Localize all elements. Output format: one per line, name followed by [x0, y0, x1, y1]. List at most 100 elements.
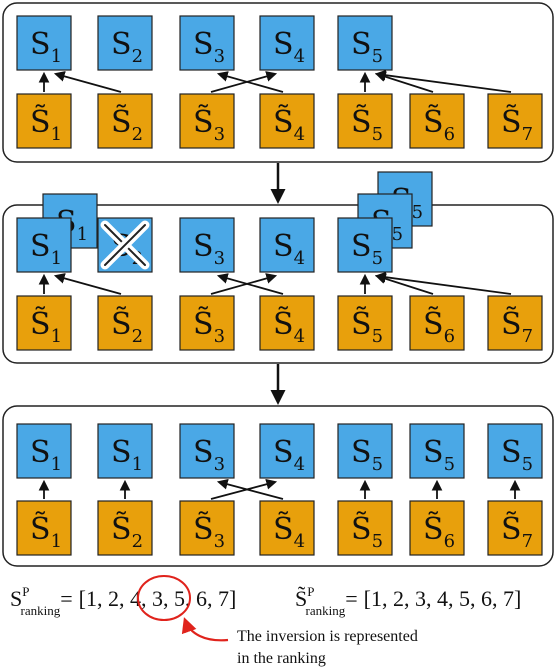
target-box-3-subscript: 3 [214, 531, 225, 552]
link-arrow-7-to-5 [374, 271, 512, 295]
source-box-2-base: S [111, 435, 132, 470]
target-box-2-label: S̃2 [111, 105, 143, 145]
source-box-7-subscript: 5 [522, 454, 533, 475]
source-box-4-subscript: 4 [294, 46, 305, 67]
target-ranking-item-6: 6, [481, 586, 503, 611]
source-ranking-sup: P [22, 584, 29, 599]
target-ranking-item-7: 7 [503, 586, 514, 611]
source-box-3-subscript: 3 [214, 248, 225, 269]
target-box-4-base: S̃ [273, 307, 294, 342]
source-box-4-subscript: 4 [294, 454, 305, 475]
target-box-6-subscript: 6 [444, 124, 455, 145]
target-box-4-label: S̃4 [273, 512, 305, 552]
source-box-5-subscript: 5 [372, 454, 383, 475]
target-box-6-base: S̃ [423, 307, 444, 342]
target-box-7-base: S̃ [501, 105, 522, 140]
target-box-3: S̃3 [179, 500, 235, 556]
target-box-7-box [487, 295, 543, 351]
target-box-7-box [487, 500, 543, 556]
source-box-3-subscript: 3 [214, 46, 225, 67]
target-box-5-box [337, 295, 393, 351]
target-box-6-subscript: 6 [444, 326, 455, 347]
target-box-3-label: S̃3 [193, 307, 225, 347]
source-box-1-base: S [30, 435, 51, 470]
target-box-7-base: S̃ [501, 307, 522, 342]
target-box-3-base: S̃ [193, 105, 214, 140]
duplicate-source-1-subscript: 1 [77, 224, 88, 245]
target-box-2-base: S̃ [111, 512, 132, 547]
target-ranking-sub: ranking [305, 603, 345, 618]
source-box-1-box [16, 15, 72, 71]
target-box-3: S̃3 [179, 93, 235, 149]
target-box-7-base: S̃ [501, 512, 522, 547]
source-box-2-subscript: 2 [132, 46, 143, 67]
source-box-6-subscript: 5 [444, 454, 455, 475]
target-box-2-box [97, 93, 153, 149]
target-box-1-base: S̃ [30, 512, 51, 547]
target-box-3-base: S̃ [193, 307, 214, 342]
target-box-2: S̃2 [97, 295, 153, 351]
target-box-6: S̃6 [409, 93, 465, 149]
target-box-5-base: S̃ [351, 105, 372, 140]
source-ranking-item-1: 1, [86, 586, 108, 611]
target-box-4-base: S̃ [273, 105, 294, 140]
target-ranking-item-2: 2, [393, 586, 415, 611]
link-arrow-3-to-4 [210, 478, 278, 500]
link-arrow-3-to-4 [210, 273, 278, 295]
source-box-1-subscript: 1 [51, 454, 62, 475]
source-box-6: S5 [409, 423, 465, 479]
target-box-2-base: S̃ [111, 307, 132, 342]
link-arrow-3-to-4 [210, 71, 278, 93]
target-box-7-subscript: 7 [522, 326, 533, 347]
target-box-4-base: S̃ [273, 512, 294, 547]
source-box-5-base: S [351, 229, 372, 264]
source-box-5: S5 [337, 423, 393, 479]
target-box-2-base: S̃ [111, 105, 132, 140]
source-box-7-box [487, 423, 543, 479]
source-box-5-box [337, 15, 393, 71]
panel-initial-frame [2, 2, 554, 163]
source-box-7-label: S5 [501, 435, 533, 475]
source-box-4: S4 [259, 423, 315, 479]
source-box-5-box [337, 217, 393, 273]
source-box-3: S3 [179, 15, 235, 71]
source-box-2-box [97, 15, 153, 71]
source-box-1-base: S [30, 229, 51, 264]
source-box-5-box [337, 423, 393, 479]
source-box-6-label: S5 [423, 435, 455, 475]
link-arrow-6-to-5 [374, 71, 434, 93]
target-box-1: S̃1 [16, 500, 72, 556]
source-box-1: S1 [16, 217, 72, 273]
target-box-6-label: S̃6 [423, 307, 455, 347]
source-box-1-box [16, 217, 72, 273]
link-arrow-2-to-1 [53, 71, 122, 93]
link-arrow-4-to-3 [216, 71, 284, 93]
source-box-3-label: S3 [193, 435, 225, 475]
target-box-6: S̃6 [409, 295, 465, 351]
source-box-3-subscript: 3 [214, 454, 225, 475]
source-box-4: S4 [259, 15, 315, 71]
target-box-7-label: S̃7 [501, 307, 533, 347]
source-ranking-equals: = [60, 586, 72, 611]
target-box-3-box [179, 500, 235, 556]
target-box-1-base: S̃ [30, 307, 51, 342]
source-box-2: S1 [97, 423, 153, 479]
source-ranking-item-7: 7 [218, 586, 229, 611]
link-arrow-4-to-3 [216, 478, 284, 500]
source-box-1-label: S1 [30, 229, 62, 269]
target-box-5-label: S̃5 [351, 307, 383, 347]
source-box-3: S3 [179, 423, 235, 479]
target-box-1-box [16, 93, 72, 149]
source-box-3-base: S [193, 27, 214, 62]
source-box-4-base: S [273, 435, 294, 470]
source-box-4-box [259, 423, 315, 479]
target-box-5-base: S̃ [351, 512, 372, 547]
target-ranking-close: ] [514, 586, 521, 611]
target-ranking-item-5: 5, [459, 586, 481, 611]
source-box-5: S5 [337, 15, 393, 71]
